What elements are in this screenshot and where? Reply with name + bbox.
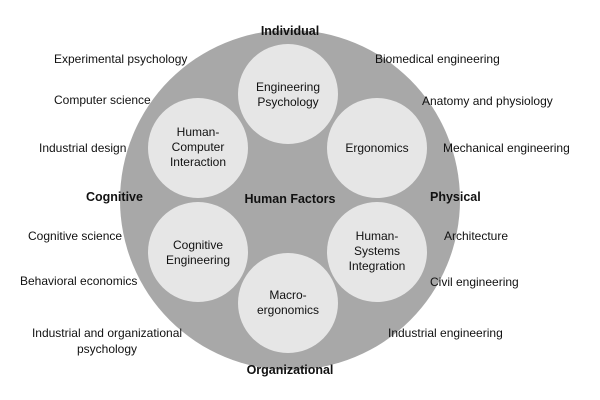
discipline-anatomy-physiology: Anatomy and physiology [422,94,553,108]
discipline-biomedical-engineering: Biomedical engineering [375,52,500,66]
discipline-behavioral-economics: Behavioral economics [20,274,138,288]
discipline-industrial-organizational-psychology: Industrial and organizational psychology [31,326,183,356]
macroergonomics-circle [238,253,338,353]
discipline-industrial-design: Industrial design [39,141,127,155]
human-systems-integration-circle [327,202,427,302]
discipline-computer-science: Computer science [54,93,151,107]
subfield-hci: Human- Computer Interaction [169,125,227,169]
subfield-ergonomics: Ergonomics [345,141,409,155]
discipline-experimental-psychology: Experimental psychology [54,52,188,66]
dimension-individual: Individual [260,24,320,38]
discipline-industrial-engineering: Industrial engineering [388,326,503,340]
discipline-civil-engineering: Civil engineering [430,275,519,289]
center-label-human-factors: Human Factors [244,192,336,206]
subfield-engineering-psychology: Engineering Psychology [255,80,321,109]
subfield-macroergonomics: Macro- ergonomics [256,288,320,317]
subfield-cognitive-engineering: Cognitive Engineering [165,238,231,267]
dimension-physical: Physical [430,190,481,204]
ergonomics-circle [327,98,427,198]
discipline-architecture: Architecture [444,229,509,243]
dimension-organizational: Organizational [246,363,334,377]
cognitive-engineering-circle [148,202,248,302]
discipline-cognitive-science: Cognitive science [28,229,123,243]
subfield-human-systems-integration: Human- Systems Integration [348,229,406,273]
dimension-cognitive: Cognitive [86,190,143,204]
discipline-mechanical-engineering: Mechanical engineering [443,141,570,155]
hci-circle [148,98,248,198]
engineering-psychology-circle [238,44,338,144]
